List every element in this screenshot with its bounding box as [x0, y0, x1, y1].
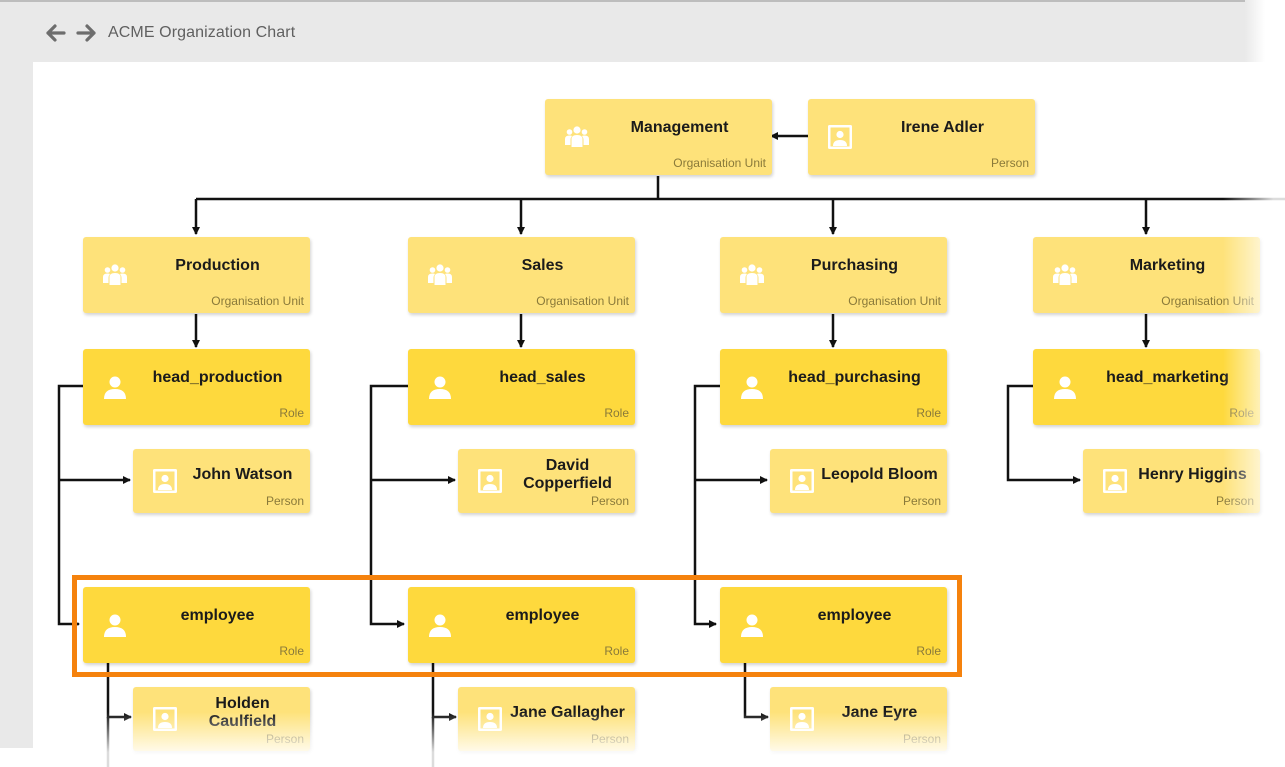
node-david-copperfield[interactable]: David Copperfield Person — [458, 449, 635, 513]
portrait-icon — [788, 705, 816, 733]
link-purchasing-branch — [693, 384, 720, 628]
node-type: Role — [604, 406, 629, 420]
link-management-bus — [196, 176, 1285, 201]
node-jane-eyre[interactable]: Jane Eyre Person — [770, 687, 947, 751]
node-name: head_sales — [499, 369, 586, 386]
link-sales-branch — [369, 384, 408, 628]
node-type: Role — [1229, 406, 1254, 420]
node-name: employee — [817, 607, 892, 624]
group-icon — [738, 261, 766, 289]
node-irene-adler[interactable]: Irene Adler Person — [808, 99, 1035, 175]
node-type: Person — [1215, 494, 1254, 508]
link-employee-holden — [106, 662, 132, 721]
group-icon — [563, 123, 591, 151]
node-name: Production — [175, 257, 260, 274]
node-type: Role — [916, 406, 941, 420]
node-type: Person — [265, 732, 304, 746]
portrait-icon — [476, 467, 504, 495]
node-type: Role — [604, 644, 629, 658]
node-name: Sales — [521, 257, 564, 274]
forward-button[interactable] — [74, 22, 98, 44]
portrait-icon — [788, 467, 816, 495]
node-type: Person — [990, 156, 1029, 170]
link-employee-jane-e — [743, 662, 769, 721]
node-type: Role — [279, 644, 304, 658]
node-management[interactable]: Management Organisation Unit — [545, 99, 772, 175]
node-type: Person — [902, 732, 941, 746]
node-jane-gallagher[interactable]: Jane Gallagher Person — [458, 687, 635, 751]
node-employee-production[interactable]: employee Role — [83, 587, 310, 663]
portrait-icon — [1101, 467, 1129, 495]
node-john-watson[interactable]: John Watson Person — [133, 449, 310, 513]
node-type: Role — [916, 644, 941, 658]
arrow-right-icon — [76, 24, 96, 42]
node-name: employee — [180, 607, 255, 624]
user-icon — [426, 373, 454, 401]
node-head-sales[interactable]: head_sales Role — [408, 349, 635, 425]
node-sales[interactable]: Sales Organisation Unit — [408, 237, 635, 313]
node-employee-purchasing[interactable]: employee Role — [720, 587, 947, 663]
node-type: Role — [279, 406, 304, 420]
page-title: ACME Organization Chart — [108, 24, 296, 41]
node-name: Marketing — [1129, 257, 1206, 274]
portrait-icon — [826, 123, 854, 151]
node-holden-caulfield[interactable]: Holden Caulfield Person — [133, 687, 310, 751]
node-name: Purchasing — [810, 257, 899, 274]
node-production[interactable]: Production Organisation Unit — [83, 237, 310, 313]
node-leopold-bloom[interactable]: Leopold Bloom Person — [770, 449, 947, 513]
node-henry-higgins[interactable]: Henry Higgins Person — [1083, 449, 1260, 513]
node-head-production[interactable]: head_production Role — [83, 349, 310, 425]
node-head-purchasing[interactable]: head_purchasing Role — [720, 349, 947, 425]
node-marketing[interactable]: Marketing Organisation Unit — [1033, 237, 1260, 313]
user-icon — [738, 373, 766, 401]
node-name: head_production — [152, 369, 283, 386]
node-type: Organisation Unit — [1161, 294, 1254, 308]
user-icon — [738, 611, 766, 639]
user-icon — [101, 611, 129, 639]
user-icon — [101, 373, 129, 401]
node-type: Organisation Unit — [536, 294, 629, 308]
node-employee-sales[interactable]: employee Role — [408, 587, 635, 663]
node-type: Person — [265, 494, 304, 508]
node-name: Irene Adler — [901, 119, 984, 136]
portrait-icon — [151, 467, 179, 495]
node-name: head_marketing — [1106, 369, 1229, 386]
back-button[interactable] — [44, 22, 68, 44]
node-type: Person — [590, 494, 629, 508]
node-head-marketing[interactable]: head_marketing Role — [1033, 349, 1260, 425]
user-icon — [426, 611, 454, 639]
org-chart-canvas[interactable]: Management Organisation Unit Irene Adler… — [33, 62, 1285, 767]
node-name: Management — [630, 119, 729, 136]
node-type: Person — [590, 732, 629, 746]
link-employee-jane-g — [431, 662, 457, 721]
link-production-branch — [57, 384, 83, 628]
node-purchasing[interactable]: Purchasing Organisation Unit — [720, 237, 947, 313]
node-type: Organisation Unit — [848, 294, 941, 308]
node-type: Organisation Unit — [211, 294, 304, 308]
node-type: Person — [902, 494, 941, 508]
node-name: head_purchasing — [788, 369, 921, 386]
toolbar: ACME Organization Chart — [44, 22, 295, 44]
portrait-icon — [476, 705, 504, 733]
group-icon — [1051, 261, 1079, 289]
group-icon — [426, 261, 454, 289]
node-type: Organisation Unit — [673, 156, 766, 170]
group-icon — [101, 261, 129, 289]
user-icon — [1051, 373, 1079, 401]
portrait-icon — [151, 705, 179, 733]
arrow-left-icon — [46, 24, 66, 42]
node-name: employee — [505, 607, 580, 624]
